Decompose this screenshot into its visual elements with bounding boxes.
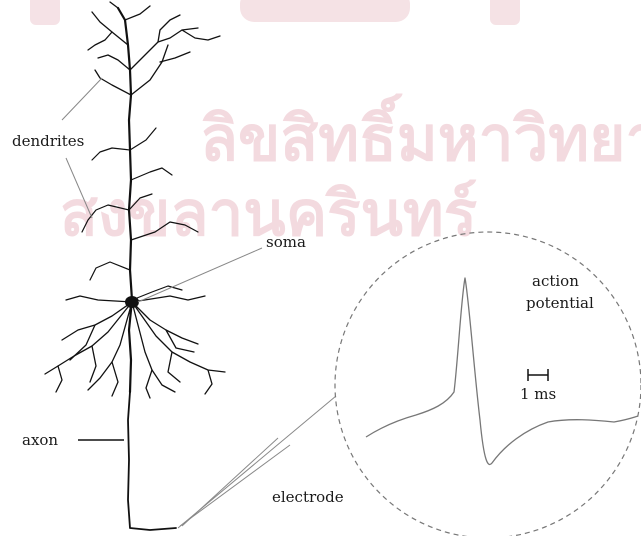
watermark-emblem-right — [490, 0, 520, 25]
electrode-wire-3 — [182, 438, 278, 526]
watermark-emblem-left — [30, 0, 60, 25]
watermark: ลิขสิทธิ์มหาวิทยาลัย สงขลานครินทร์ — [30, 0, 641, 250]
dendrites-pointer-upper — [62, 78, 102, 120]
basal-dendrites — [45, 296, 225, 398]
soma-body — [125, 296, 139, 308]
axon-label: axon — [22, 431, 58, 449]
action-potential-label-line1: action — [532, 272, 579, 290]
electrode-wire-2 — [180, 445, 290, 526]
watermark-text-line1: ลิขสิทธิ์มหาวิทยาลัย — [200, 93, 641, 175]
action-potential-trace — [366, 278, 638, 464]
dendrites-label: dendrites — [12, 132, 84, 150]
soma-label: soma — [266, 233, 306, 251]
watermark-emblem-center — [240, 0, 410, 22]
electrode-label: electrode — [272, 488, 344, 506]
recording-magnifier-circle — [335, 232, 641, 536]
apical-tuft — [88, 2, 220, 95]
action-potential-label-line2: potential — [526, 294, 594, 312]
time-scale-label: 1 ms — [520, 385, 556, 403]
soma-pointer — [138, 248, 262, 302]
time-scale-bar — [528, 369, 548, 381]
neuron — [45, 2, 225, 530]
axon-line — [128, 392, 176, 530]
